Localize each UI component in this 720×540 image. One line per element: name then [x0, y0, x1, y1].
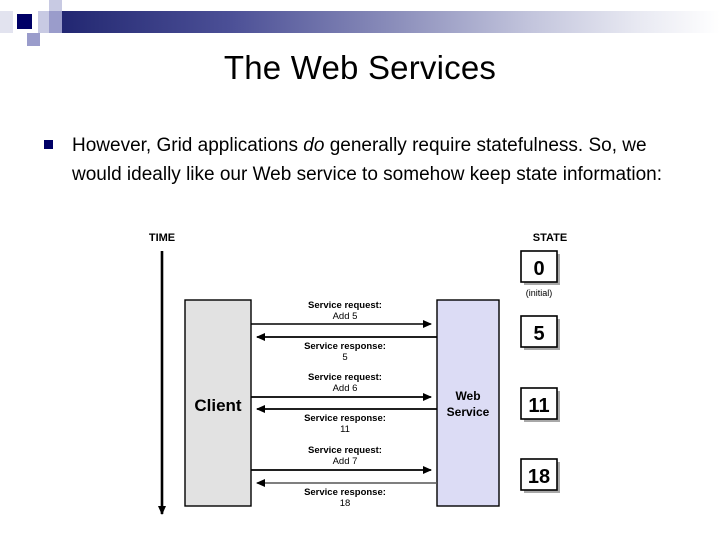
page-title: The Web Services [223, 49, 497, 86]
bullet-text-part2: generally require statefulness. So, we w… [72, 135, 662, 185]
message-value-5: 18 [340, 498, 351, 509]
state-value-1: 5 [533, 323, 544, 345]
bullet-text-part1: However, Grid applications [72, 135, 304, 156]
web-service-box [436, 299, 500, 507]
message-value-2: Add 6 [333, 383, 358, 394]
deco-square-light-c [49, 0, 62, 11]
bullet-text-emphasis: do [303, 135, 325, 156]
message-value-3: 11 [340, 424, 350, 435]
gradient-band [38, 11, 720, 33]
deco-square-light-a [38, 11, 49, 22]
message-value-0: Add 5 [333, 311, 358, 322]
state-box-0 [520, 250, 558, 283]
message-title-1: Service response: [304, 341, 386, 352]
message-value-4: Add 7 [333, 456, 358, 467]
state-box-2 [520, 387, 558, 420]
client-box [184, 299, 252, 507]
time-axis-label: TIME [149, 232, 175, 244]
deco-square-mid-c [27, 33, 40, 46]
message-title-2: Service request: [308, 372, 382, 383]
state-value-2: 11 [528, 395, 549, 417]
message-title-3: Service response: [304, 413, 386, 424]
state-box-1 [520, 315, 558, 348]
deco-square-mid-a [49, 11, 62, 22]
bullet-text: However, Grid applications do generally … [72, 131, 692, 189]
deco-square-navy [17, 14, 32, 29]
body-content: However, Grid applications do generally … [44, 131, 692, 189]
web-service-label-line1: Web [455, 389, 480, 403]
deco-square-mid-b [49, 22, 62, 33]
state-box-3 [520, 458, 558, 491]
state-value-0: 0 [533, 258, 544, 280]
bullet-square-icon [44, 140, 53, 149]
bullet-item: However, Grid applications do generally … [44, 131, 692, 189]
header-decoration [0, 0, 720, 46]
message-title-5: Service response: [304, 487, 386, 498]
message-title-4: Service request: [308, 445, 382, 456]
state-initial-note: (initial) [526, 288, 553, 298]
web-service-label-line2: Service [447, 405, 490, 419]
message-title-0: Service request: [308, 300, 382, 311]
message-value-1: 5 [342, 352, 347, 363]
client-label: Client [194, 396, 242, 415]
state-axis-label: STATE [533, 232, 567, 244]
deco-square-pale-left [0, 11, 13, 33]
state-value-3: 18 [528, 466, 550, 488]
sequence-diagram: TIME STATE Client Web Service Service re… [120, 225, 590, 540]
deco-square-light-b [38, 22, 49, 33]
